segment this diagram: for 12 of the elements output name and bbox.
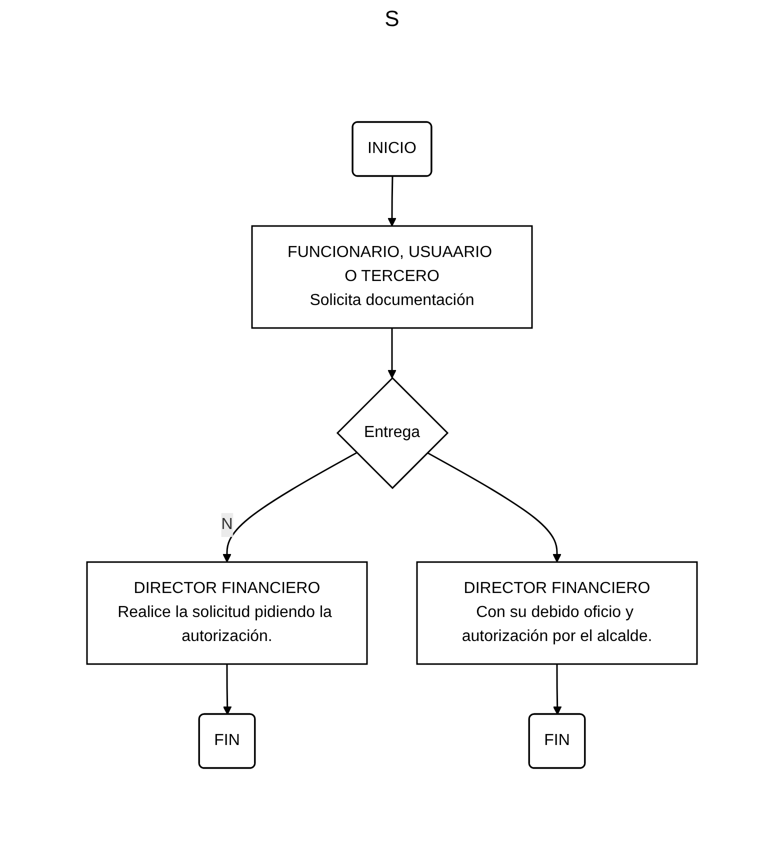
arrow: [222, 664, 232, 715]
node-box: FUNCIONARIO, USUAARIO O TERCERO Solicita documentación: [251, 225, 533, 329]
edge-label: N: [221, 516, 233, 534]
arrow: [388, 328, 396, 378]
branch-label: S: [384, 6, 400, 31]
arrow: [426, 452, 562, 562]
arrow: [222, 452, 358, 562]
node-box: DIRECTOR FINANCIERO Con su debido oficio y autorización por el alcalde.: [416, 561, 698, 665]
node-box: DIRECTOR FINANCIERO Realice la solicitud pidiendo la autorización.: [86, 561, 368, 665]
arrow: [552, 664, 562, 715]
arrow: [388, 176, 396, 226]
node-diamond: Entrega: [336, 376, 449, 490]
